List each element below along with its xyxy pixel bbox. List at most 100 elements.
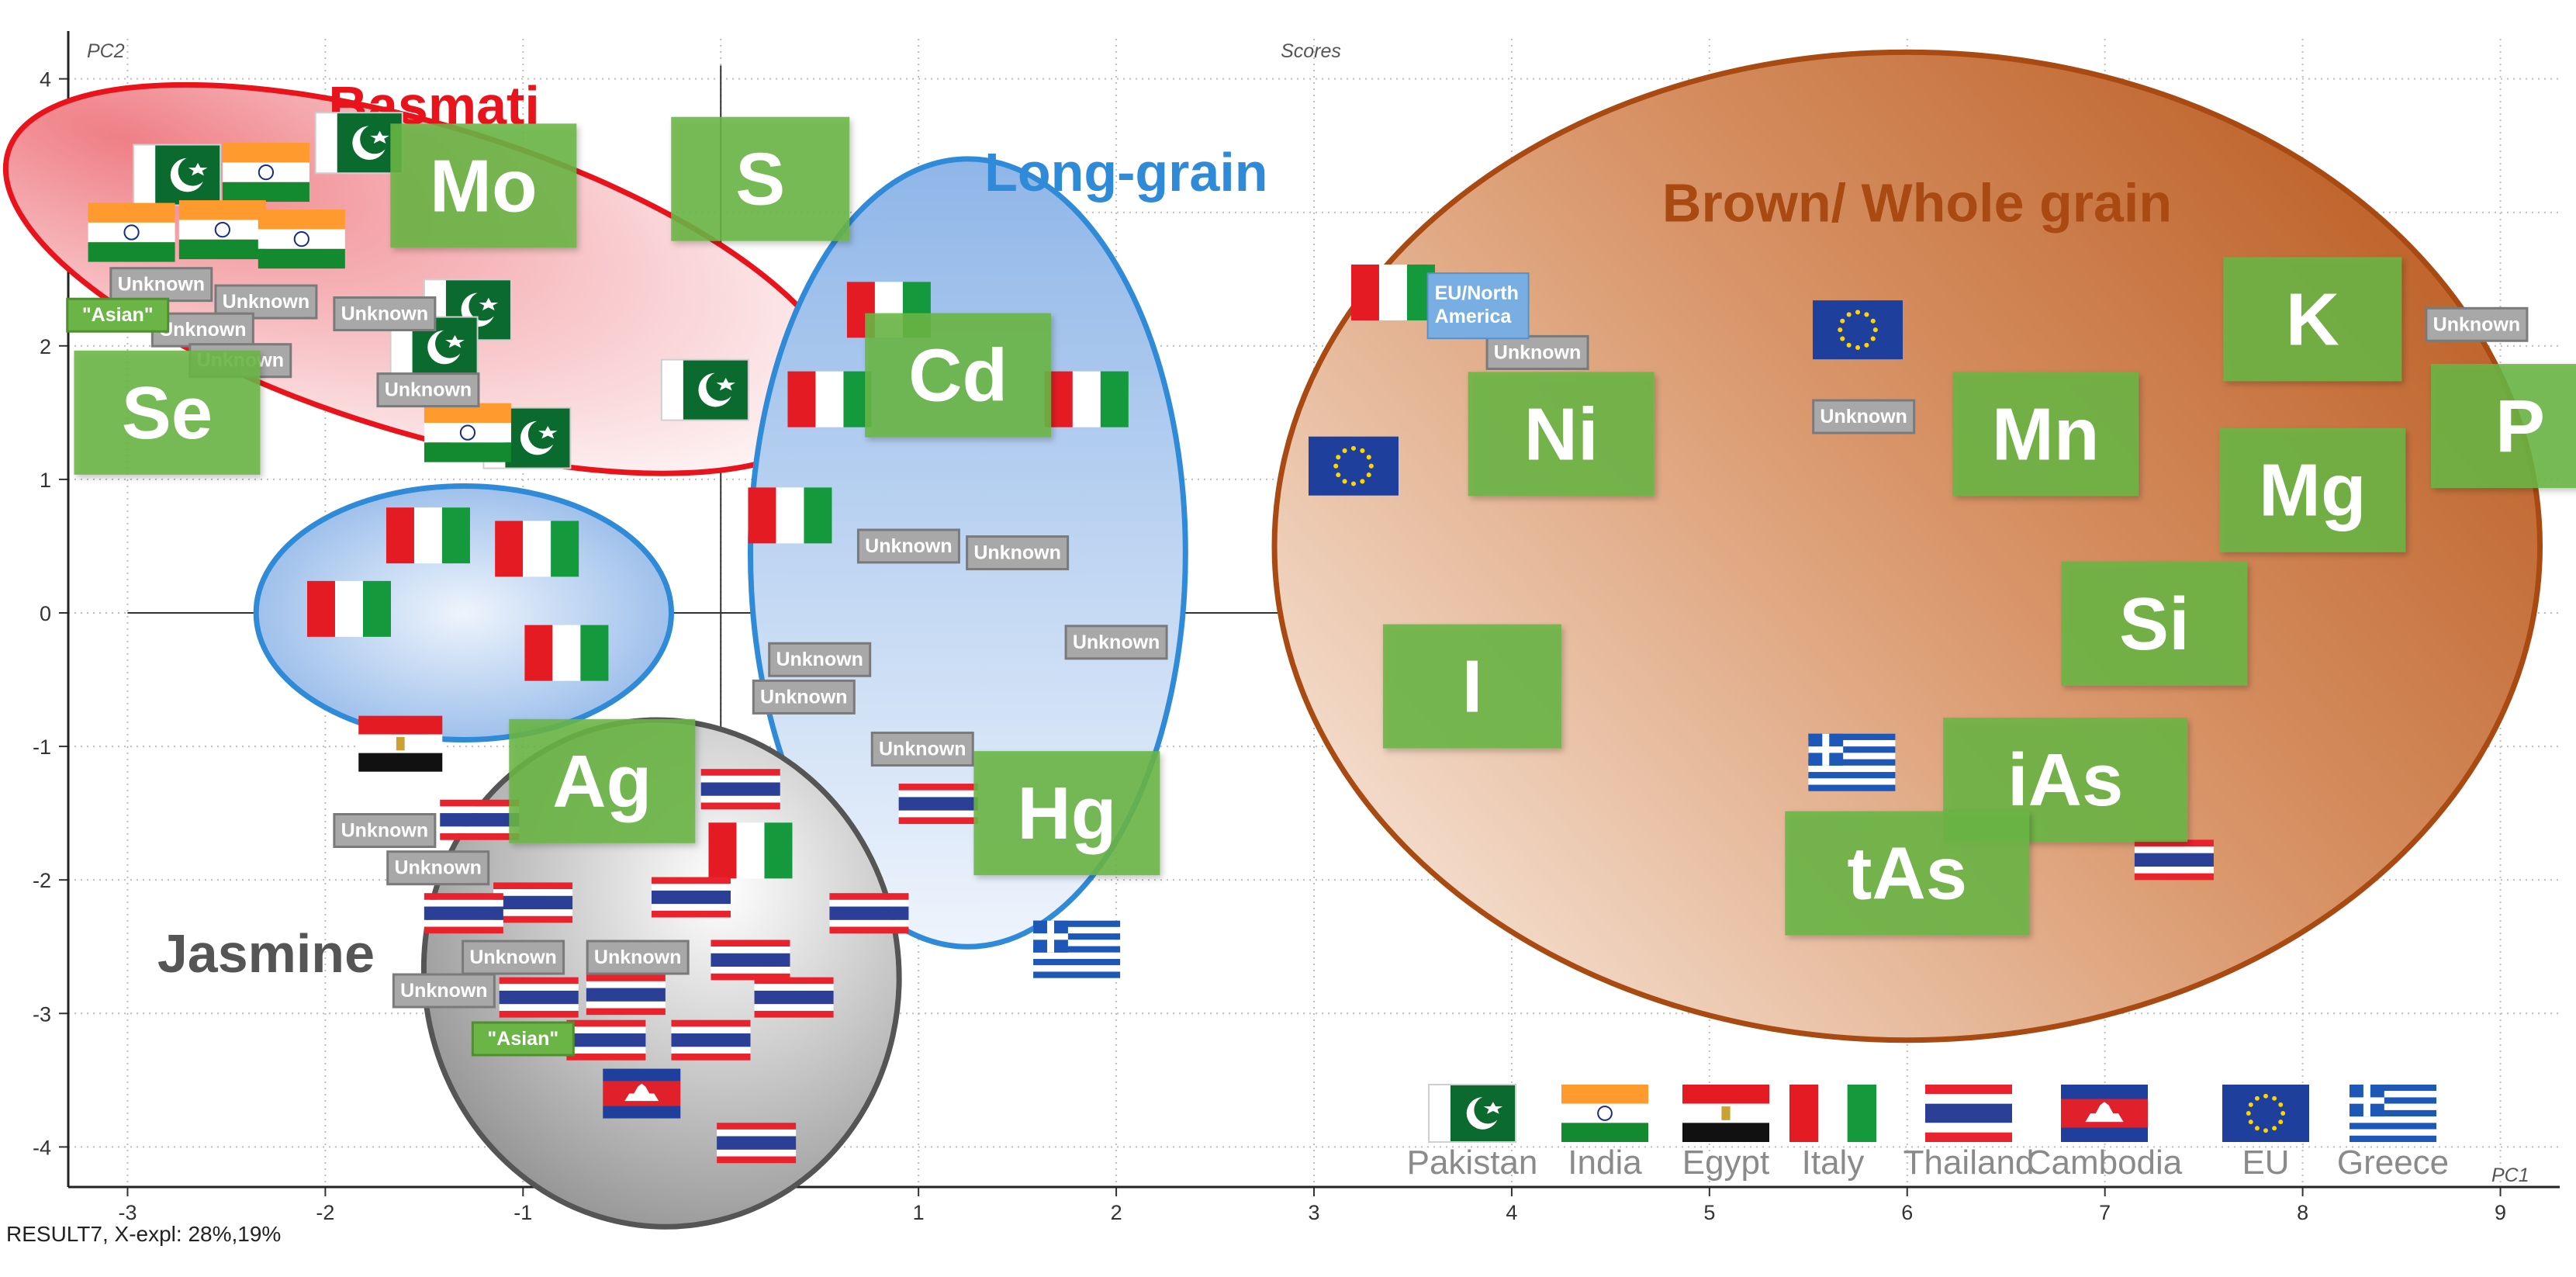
result-footer: RESULT7, X-expl: 28%,19%	[6, 1222, 282, 1246]
tag-text: Unknown	[594, 947, 682, 968]
legend-flag-cambodia	[2061, 1085, 2148, 1142]
unknown-sample-label: Unknown	[1812, 399, 1916, 434]
element-label-k: K	[2223, 257, 2402, 382]
flag-greece	[1033, 920, 1121, 978]
legend-entry-india: India	[1561, 1085, 1648, 1182]
element-label-text: Mn	[1992, 393, 2100, 476]
group-label: Jasmine	[157, 923, 375, 984]
flag-thailand	[711, 940, 790, 981]
element-label-text: Se	[122, 372, 213, 455]
legend-label: Thailand	[1903, 1144, 2035, 1182]
y-tick-label: -1	[33, 735, 51, 759]
x-tick-label: 3	[1308, 1201, 1319, 1224]
x-tick-label: 4	[1506, 1201, 1517, 1224]
unknown-sample-labels: UnknownUnknownUnknownUnknownUnknownUnkno…	[66, 267, 2529, 1057]
element-label-i: I	[1382, 624, 1561, 749]
tag-text: Unknown	[776, 649, 863, 670]
tag-text: "Asian"	[487, 1028, 558, 1050]
element-label-ag: Ag	[509, 718, 696, 843]
element-label-text: P	[2495, 385, 2545, 468]
element-label-text: K	[2286, 278, 2339, 361]
legend-label: Pakistan	[1407, 1144, 1538, 1182]
tag-text: Unknown	[973, 542, 1061, 564]
unknown-sample-label: Unknown	[1064, 625, 1168, 660]
element-label-p: P	[2431, 364, 2576, 489]
legend-label: Egypt	[1682, 1144, 1770, 1182]
flag-thailand	[499, 977, 579, 1018]
legend-entry-pakistan: Pakistan	[1407, 1084, 1538, 1182]
chart-title: Scores	[1281, 40, 1341, 62]
flag-eu	[1308, 436, 1399, 496]
x-tick-label: 5	[1703, 1201, 1715, 1224]
flag-eu	[1813, 300, 1903, 360]
x-axis-label: PC1	[2491, 1165, 2529, 1186]
tag-text: Unknown	[1073, 632, 1160, 653]
x-tick-label: 7	[2099, 1201, 2111, 1224]
flag-italy	[748, 487, 832, 544]
flag-pakistan	[660, 358, 749, 421]
tag-text: Unknown	[341, 820, 429, 842]
flag-egypt	[358, 715, 443, 772]
x-tick-label: 9	[2495, 1201, 2506, 1224]
element-label-text: Hg	[1017, 772, 1116, 855]
tag-text: Unknown	[760, 686, 848, 708]
unknown-sample-label: Unknown	[109, 267, 213, 303]
legend-label: Cambodia	[2027, 1144, 2183, 1182]
flag-italy	[495, 521, 579, 577]
legend-label: Greece	[2337, 1144, 2449, 1182]
asian-sample-label: "Asian"	[66, 297, 170, 333]
legend-entry-egypt: Egypt	[1682, 1085, 1770, 1182]
flag-italy	[386, 507, 470, 564]
x-tick-label: -2	[316, 1201, 334, 1224]
unknown-sample-label: Unknown	[2425, 306, 2529, 342]
element-label-text: Cd	[908, 334, 1008, 417]
unknown-sample-label: Unknown	[586, 940, 690, 975]
flag-thailand	[2134, 839, 2214, 881]
element-label-mo: Mo	[390, 123, 577, 248]
unknown-sample-label: Unknown	[768, 642, 872, 677]
legend-entry-thailand: Thailand	[1903, 1085, 2035, 1182]
flag-greece	[1808, 733, 1896, 791]
flag-thailand	[493, 882, 573, 923]
flag-india	[178, 200, 266, 260]
flag-italy	[306, 580, 391, 637]
legend-flag-thailand	[1925, 1085, 2012, 1142]
element-label-cd: Cd	[865, 313, 1052, 438]
tag-text: Unknown	[2433, 313, 2521, 335]
legend-entry-eu: EU	[2222, 1085, 2309, 1182]
element-label-tas: tAs	[1785, 811, 2030, 936]
element-label-se: Se	[74, 350, 261, 475]
unknown-sample-label: Unknown	[392, 973, 496, 1009]
flag-thailand	[652, 877, 731, 918]
flag-italy	[787, 371, 872, 427]
legend-entry-italy: Italy	[1789, 1085, 1876, 1182]
group-label: Long-grain	[984, 142, 1267, 202]
tag-text: Unknown	[1494, 341, 1582, 363]
element-label-mn: Mn	[1952, 372, 2139, 497]
tag-text: Unknown	[223, 291, 310, 313]
element-label-text: I	[1462, 645, 1483, 728]
tag-text: Unknown	[341, 303, 429, 325]
x-tick-label: 6	[1901, 1201, 1913, 1224]
tag-text: Unknown	[159, 319, 247, 341]
tag-text: Unknown	[469, 947, 557, 968]
flag-thailand	[717, 1123, 797, 1164]
tag-text: Unknown	[865, 535, 953, 557]
y-tick-label: -2	[33, 869, 51, 892]
element-label-si: Si	[2061, 561, 2248, 686]
unknown-sample-label: Unknown	[856, 528, 960, 564]
x-tick-label: 2	[1111, 1201, 1122, 1224]
element-label-text: Ag	[552, 740, 652, 823]
flag-italy	[1044, 371, 1129, 427]
y-tick-label: 4	[40, 68, 51, 92]
unknown-sample-label: Unknown	[752, 679, 856, 715]
legend-flag-egypt	[1682, 1085, 1769, 1142]
element-label-text: iAs	[2007, 739, 2123, 822]
unknown-sample-label: Unknown	[333, 813, 437, 849]
